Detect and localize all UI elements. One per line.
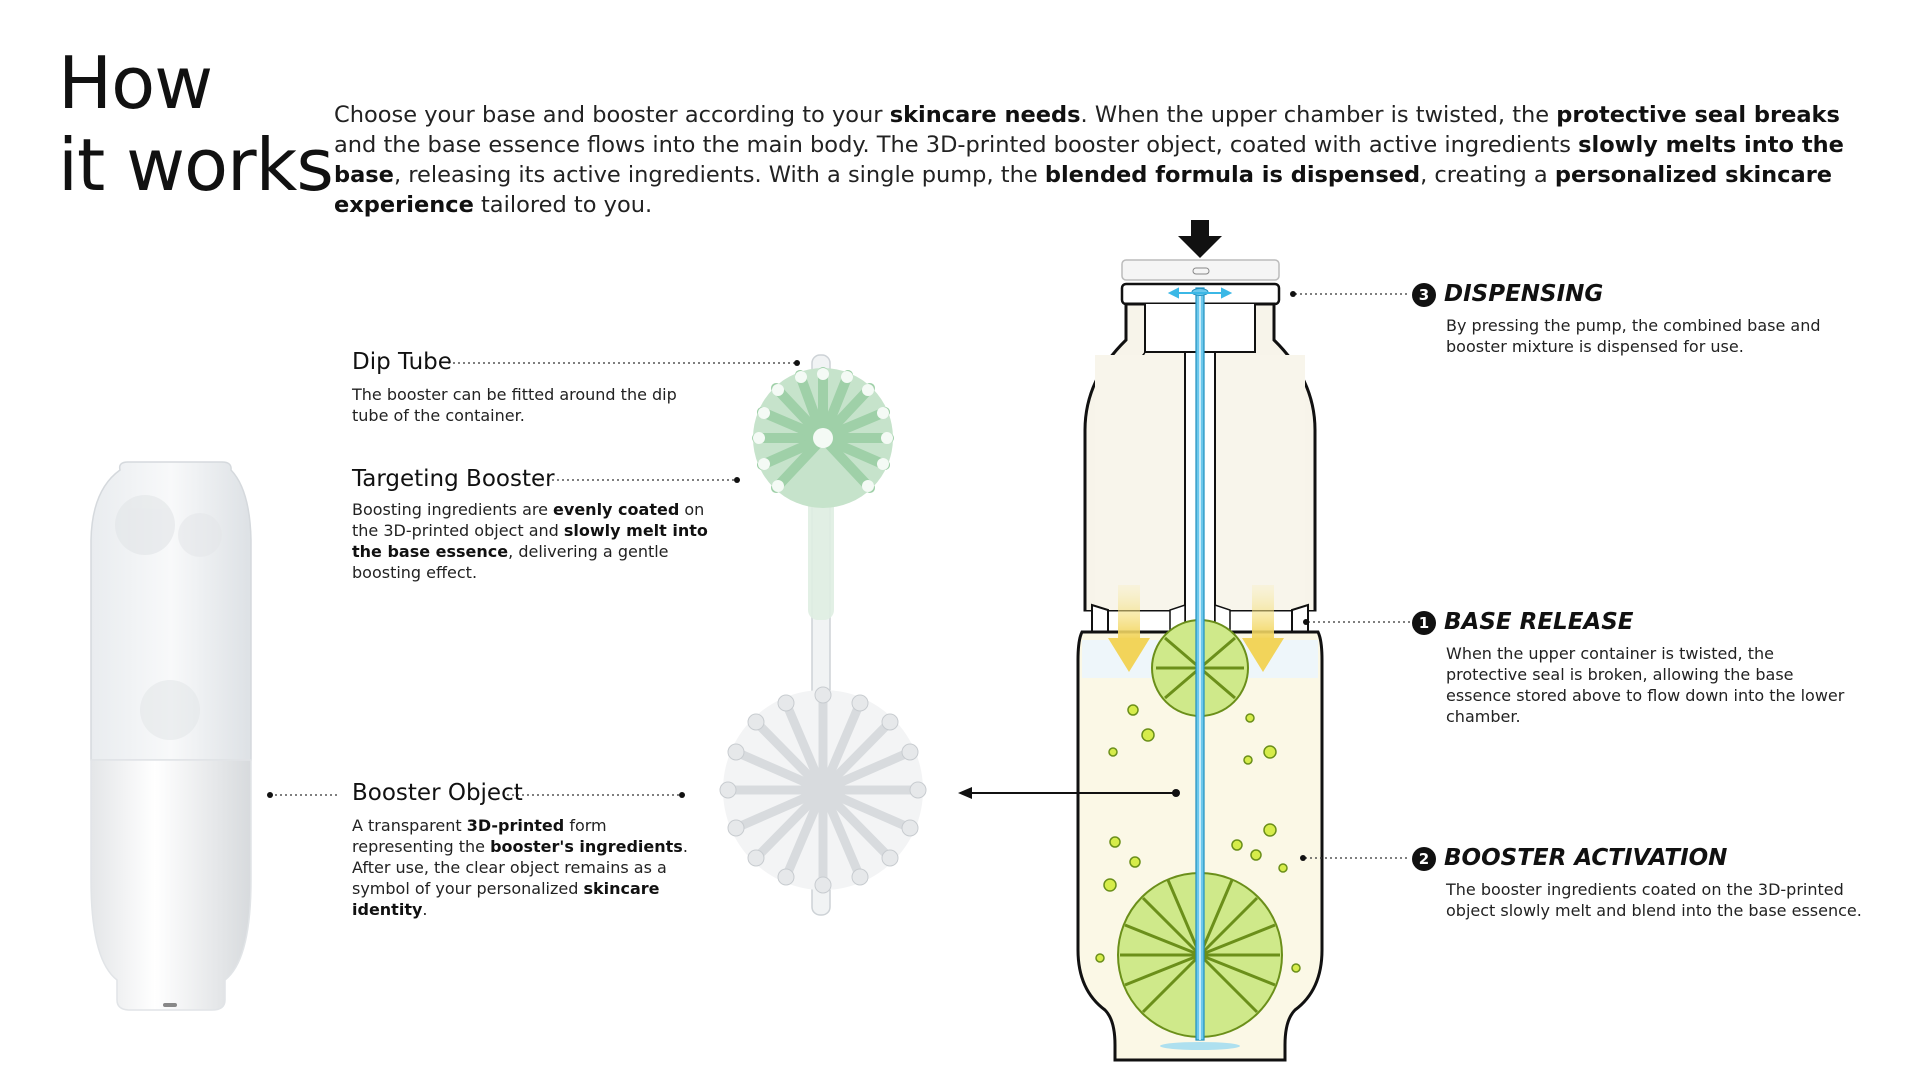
booster-object-icon (720, 687, 926, 893)
press-arrow-icon (1178, 236, 1222, 258)
product-bottle (91, 462, 251, 1010)
booster-object-desc: A transparent 3D-printed form representi… (352, 815, 692, 920)
dip-tube-desc: The booster can be fitted around the dip… (352, 384, 712, 426)
step-dispensing: 3 DISPENSING By pressing the pump, the co… (1412, 281, 1846, 357)
step-number-badge: 3 (1412, 283, 1436, 307)
step-base-release: 1 BASE RELEASE When the upper container i… (1412, 609, 1846, 727)
targeting-booster-label: Targeting Booster (352, 466, 555, 492)
booster-object-label: Booster Object (352, 780, 523, 806)
targeting-booster-icon (753, 368, 893, 508)
step-title: BOOSTER ACTIVATION (1444, 845, 1727, 871)
cross-section-diagram (1078, 220, 1322, 1060)
step-desc: When the upper container is twisted, the… (1446, 643, 1846, 727)
step-number-badge: 1 (1412, 611, 1436, 635)
step-desc: The booster ingredients coated on the 3D… (1446, 879, 1886, 921)
step-desc: By pressing the pump, the combined base … (1446, 315, 1846, 357)
booster-exploded-view (720, 355, 926, 915)
step-title: DISPENSING (1444, 281, 1603, 307)
targeting-booster-desc: Boosting ingredients are evenly coated o… (352, 499, 712, 583)
step-title: BASE RELEASE (1444, 609, 1633, 635)
step-number-badge: 2 (1412, 847, 1436, 871)
dip-tube-label: Dip Tube (352, 349, 452, 375)
step-booster-activation: 2 BOOSTER ACTIVATION The booster ingredie… (1412, 845, 1886, 921)
